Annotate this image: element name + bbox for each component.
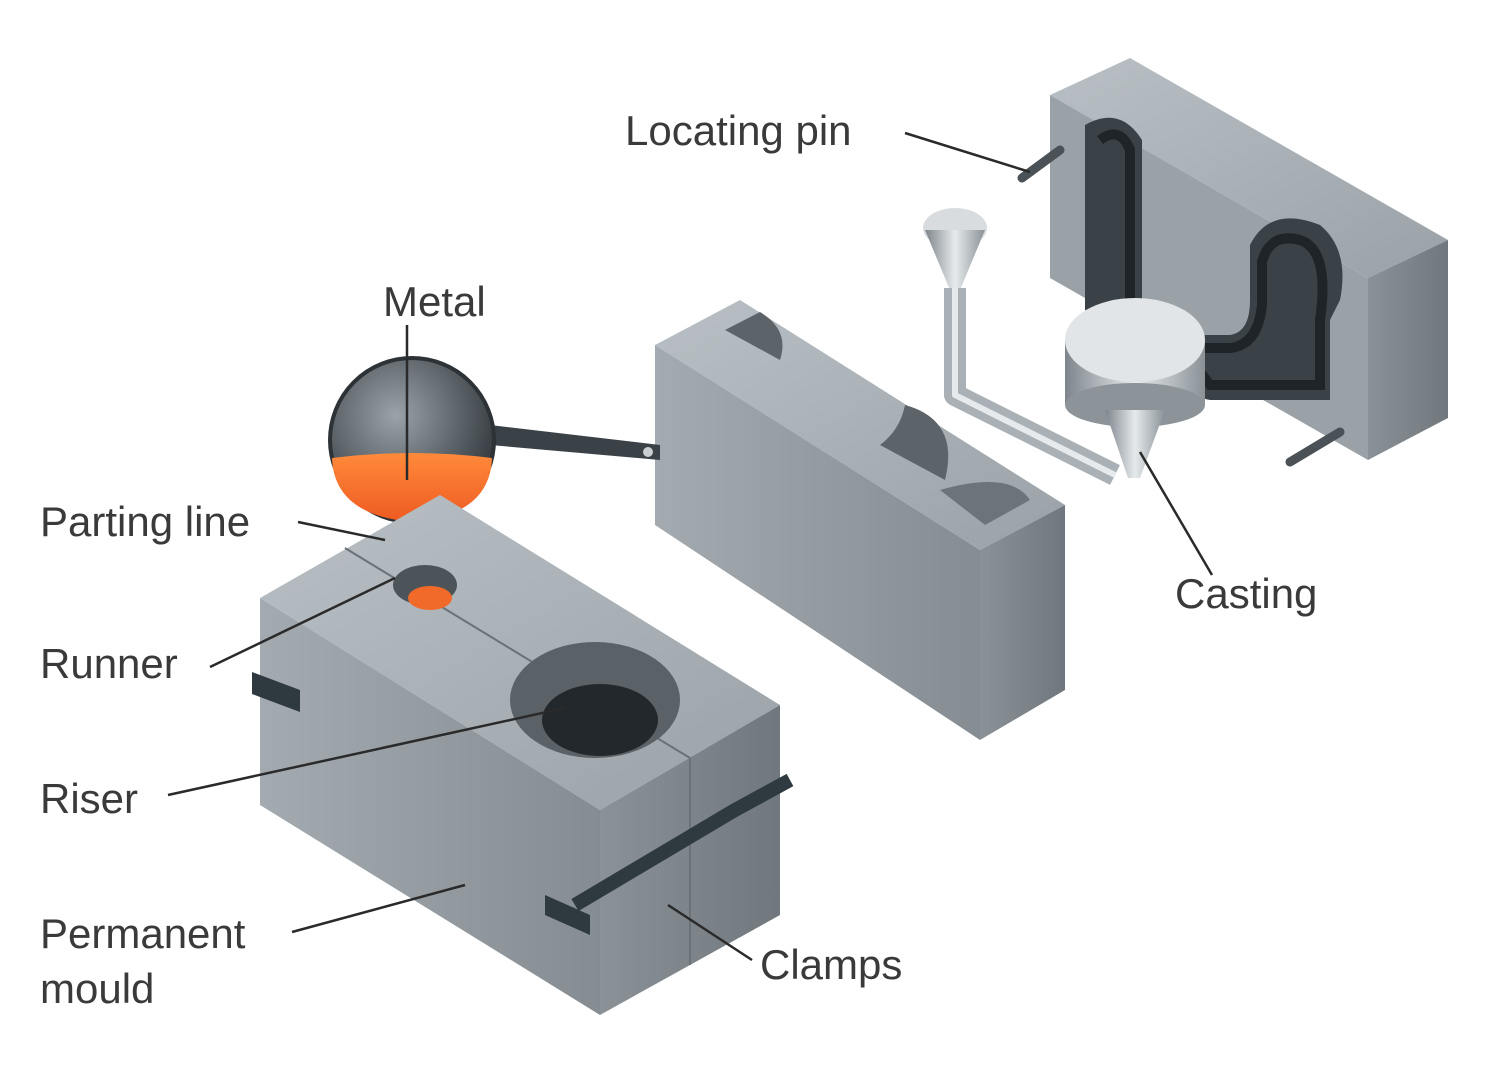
leader-parting-line [297,520,386,542]
label-clamps: Clamps [760,941,903,988]
leader-lines [167,131,1214,962]
label-riser: Riser [40,775,139,822]
locating-pins [1017,145,1345,467]
label-casting: Casting [1175,570,1318,617]
label-runner: Runner [40,640,178,687]
label-permanent-mould-line1: Permanent [40,910,246,957]
label-locating-pin: Locating pin [625,107,852,154]
leader-casting [1138,451,1214,576]
permanent-mould-block [252,495,794,1015]
leader-runner [209,576,396,669]
casting-part [923,208,1205,485]
leader-riser [167,706,566,797]
middle-mould-half [655,300,1065,740]
label-metal: Metal [383,278,486,325]
leader-permanent-mould [291,883,466,934]
label-permanent-mould-line2: mould [40,965,155,1012]
leader-clamps [667,903,753,962]
leader-locating-pin [904,131,1031,174]
label-parting-line: Parting line [40,498,251,545]
